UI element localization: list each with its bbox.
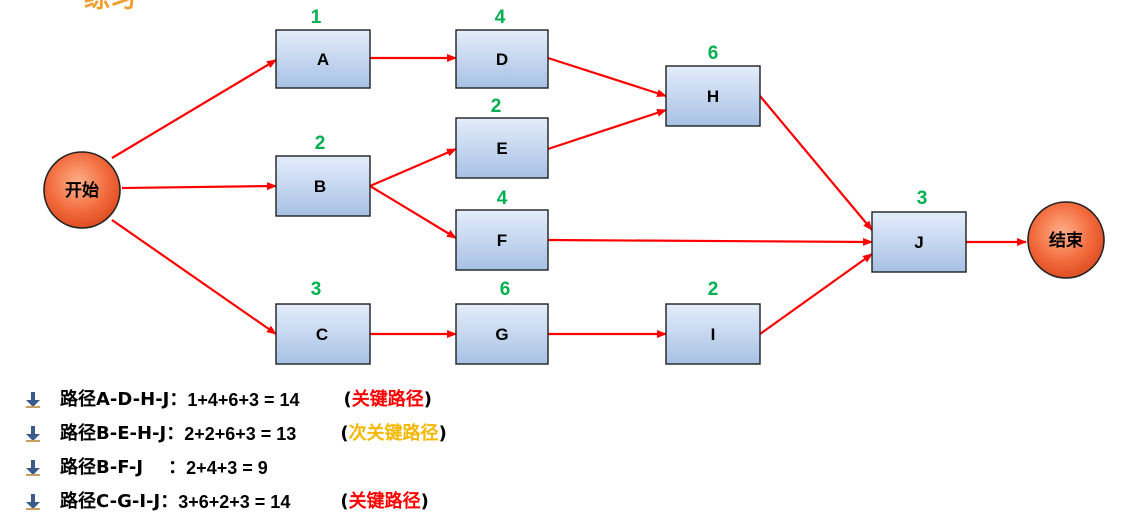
node-G-duration: 6 [500,279,511,300]
arrow-down-bullet-icon [26,460,40,476]
node-start: 开始 [43,151,121,229]
node-J-duration: 3 [917,188,928,209]
node-A-duration: 1 [311,7,322,28]
path-note: 次关键路径 [348,423,439,444]
edge-B-F [369,185,457,239]
arrow-down-bullet-icon [26,494,40,510]
node-J: J 3 [871,188,967,273]
path-list: 路径A-D-H-J： 1+4+6+3 = 14 (关键路径) 路径B-E-H-J… [26,383,447,519]
path-name: 路径B-E-H-J： [60,423,185,444]
node-A: A 1 [275,7,371,89]
node-F-duration: 4 [497,188,508,209]
node-C-duration: 3 [311,279,322,300]
node-H-duration: 6 [708,43,719,64]
edge-F-J [547,237,873,246]
node-E-duration: 2 [491,96,502,117]
node-start-label: 开始 [65,180,99,201]
path-item: 路径B-F-J ： 2+4+3 = 9 [26,451,447,485]
slide-title-partial: 练习 [84,0,136,12]
node-end: 结束 [1027,201,1105,279]
path-sum: 1+4+6+3 = 14 [187,390,300,410]
node-B: B 2 [275,133,371,217]
node-I-duration: 2 [708,279,719,300]
node-G-label: G [495,325,508,344]
node-F-label: F [497,231,507,250]
node-end-label: 结束 [1049,230,1083,251]
node-D: D 4 [455,7,549,89]
node-E: E 2 [455,96,549,179]
node-D-label: D [496,50,508,69]
node-J-label: J [914,233,923,252]
edges [111,54,1027,338]
edge-start-C [111,219,277,335]
node-B-label: B [314,177,326,196]
edge-start-B [121,182,277,191]
path-note: 关键路径 [348,491,421,512]
node-H-label: H [707,87,719,106]
path-name: 路径C-G-I-J： [60,491,179,512]
node-G: G 6 [455,279,549,365]
node-H: H 6 [665,43,761,127]
path-item: 路径A-D-H-J： 1+4+6+3 = 14 (关键路径) [26,383,447,417]
node-F: F 4 [455,188,549,271]
edge-E-H [547,108,667,151]
node-E-label: E [496,139,507,158]
node-C-label: C [316,325,328,344]
path-sum: 2+2+6+3 = 13 [184,424,297,444]
edge-I-J [759,253,873,335]
arrow-down-bullet-icon [26,426,40,442]
node-C: C 3 [275,279,371,365]
edge-D-H [547,56,667,98]
path-note: 关键路径 [351,389,424,410]
node-I: I 2 [665,279,761,365]
activity-network-diagram: 开始 结束 A 1 D 4 H 6 E 2 B 2 [43,7,1105,365]
path-sum: 3+6+2+3 = 14 [178,492,291,512]
edge-start-A [111,59,277,159]
node-B-duration: 2 [315,133,326,154]
edge-B-E [369,147,457,188]
path-item: 路径B-E-H-J： 2+2+6+3 = 13 (次关键路径) [26,417,447,451]
node-I-label: I [711,325,716,344]
path-name: 路径A-D-H-J： [60,389,188,410]
edge-H-J [759,95,873,231]
node-D-duration: 4 [495,7,506,28]
path-sum: 2+4+3 = 9 [186,458,268,478]
path-item: 路径C-G-I-J： 3+6+2+3 = 14 (关键路径) [26,485,447,519]
node-A-label: A [317,50,329,69]
arrow-down-bullet-icon [26,392,40,408]
path-name: 路径B-F-J ： [60,457,187,478]
